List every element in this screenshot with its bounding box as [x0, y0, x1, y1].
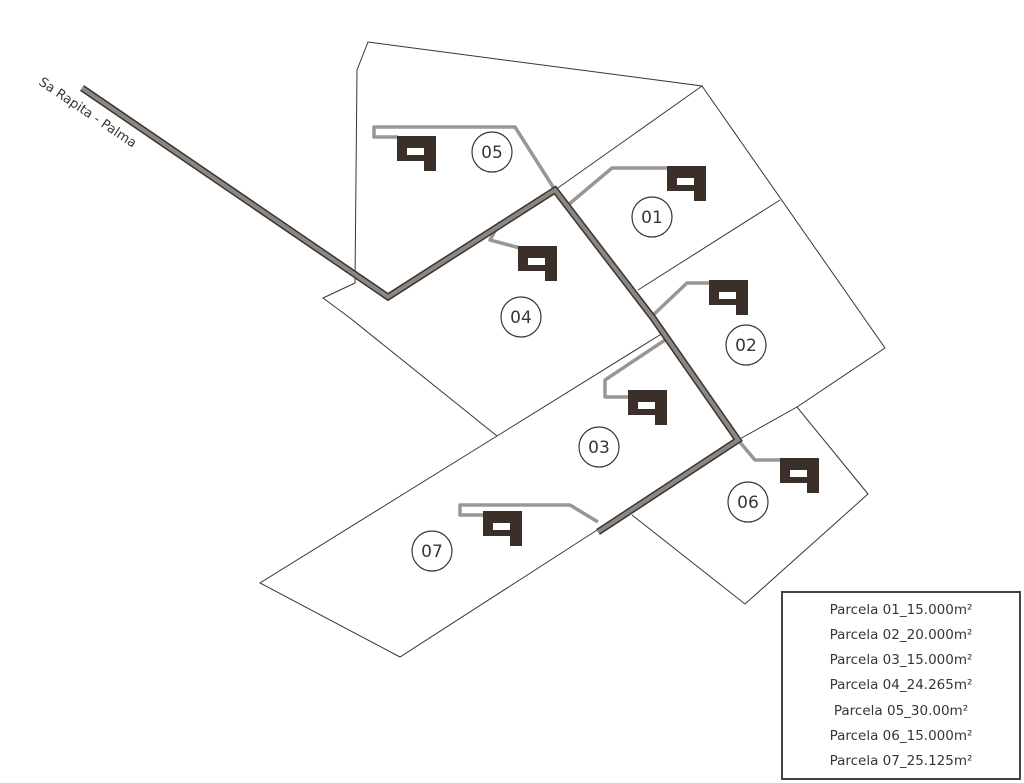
legend-item: Parcela 01_15.000m² — [829, 601, 973, 618]
parcel-05-boundary — [322, 41, 704, 319]
parcel-boundaries — [258, 41, 886, 658]
legend-item: Parcela 07_25.125m² — [829, 753, 973, 770]
legend-item: Parcela 04_24.265m² — [829, 677, 973, 694]
building-icon — [483, 511, 522, 546]
legend-item: Parcela 06_15.000m² — [829, 728, 973, 745]
parcel-03-boundary — [496, 332, 664, 437]
parcel-01-label: 01 — [641, 208, 663, 228]
parcel-03-circle[interactable] — [578, 426, 620, 468]
parcel-01-circle[interactable] — [631, 196, 673, 238]
buildings — [397, 136, 819, 546]
parcel-03-label: 03 — [588, 438, 610, 458]
building-icon — [518, 246, 557, 281]
parcel-05-label: 05 — [481, 143, 503, 163]
main-road[interactable] — [80, 85, 743, 535]
legend-item: Parcela 03_15.000m² — [829, 652, 973, 669]
parcel-02-label: 02 — [735, 336, 757, 356]
parcel-04-boundary — [349, 317, 498, 437]
building-icon — [709, 280, 748, 315]
parcel-02-circle[interactable] — [725, 324, 767, 366]
parcel-01-02-boundary — [637, 85, 886, 408]
parcel-06-circle[interactable] — [727, 481, 769, 523]
parcel-04-circle[interactable] — [500, 296, 542, 338]
parcel-05-circle[interactable] — [471, 131, 513, 173]
parcel-07-boundary — [258, 435, 609, 658]
building-icon — [780, 458, 819, 493]
parcel-06-boundary — [631, 406, 869, 605]
legend-item: Parcela 05_30.00m² — [833, 702, 969, 719]
parcel-legend: Parcela 01_15.000m² Parcela 02_20.000m² … — [781, 591, 1021, 780]
building-icon — [397, 136, 436, 171]
parcel-06-label: 06 — [737, 493, 759, 513]
parcel-markers — [411, 131, 769, 572]
driveways — [372, 125, 782, 524]
legend-item: Parcela 02_20.000m² — [829, 626, 973, 643]
parcel-07-label: 07 — [421, 542, 443, 562]
building-icon — [628, 390, 667, 425]
parcel-07-circle[interactable] — [411, 530, 453, 572]
parcel-04-label: 04 — [510, 308, 532, 328]
building-icon — [667, 166, 706, 201]
